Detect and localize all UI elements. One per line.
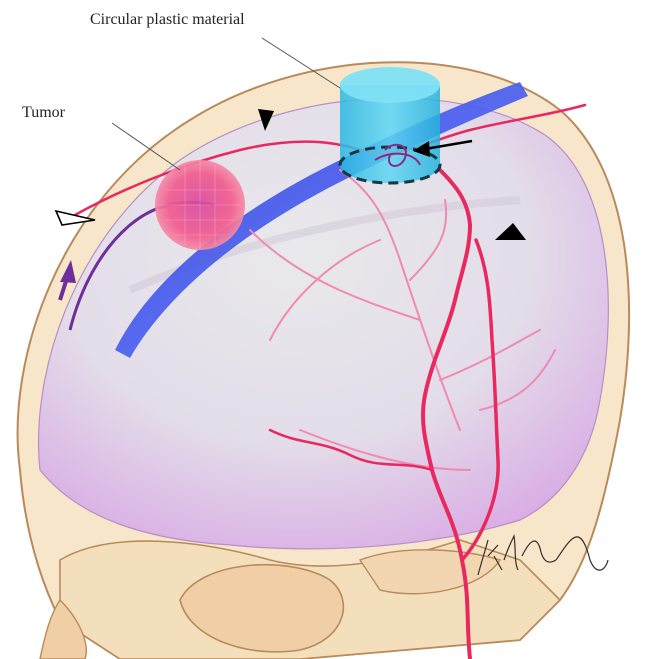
brain-surface: [39, 98, 609, 549]
label-circular-plastic: Circular plastic material: [90, 11, 245, 28]
label-tumor: Tumor: [22, 104, 66, 121]
plastic-cylinder: [340, 67, 440, 183]
